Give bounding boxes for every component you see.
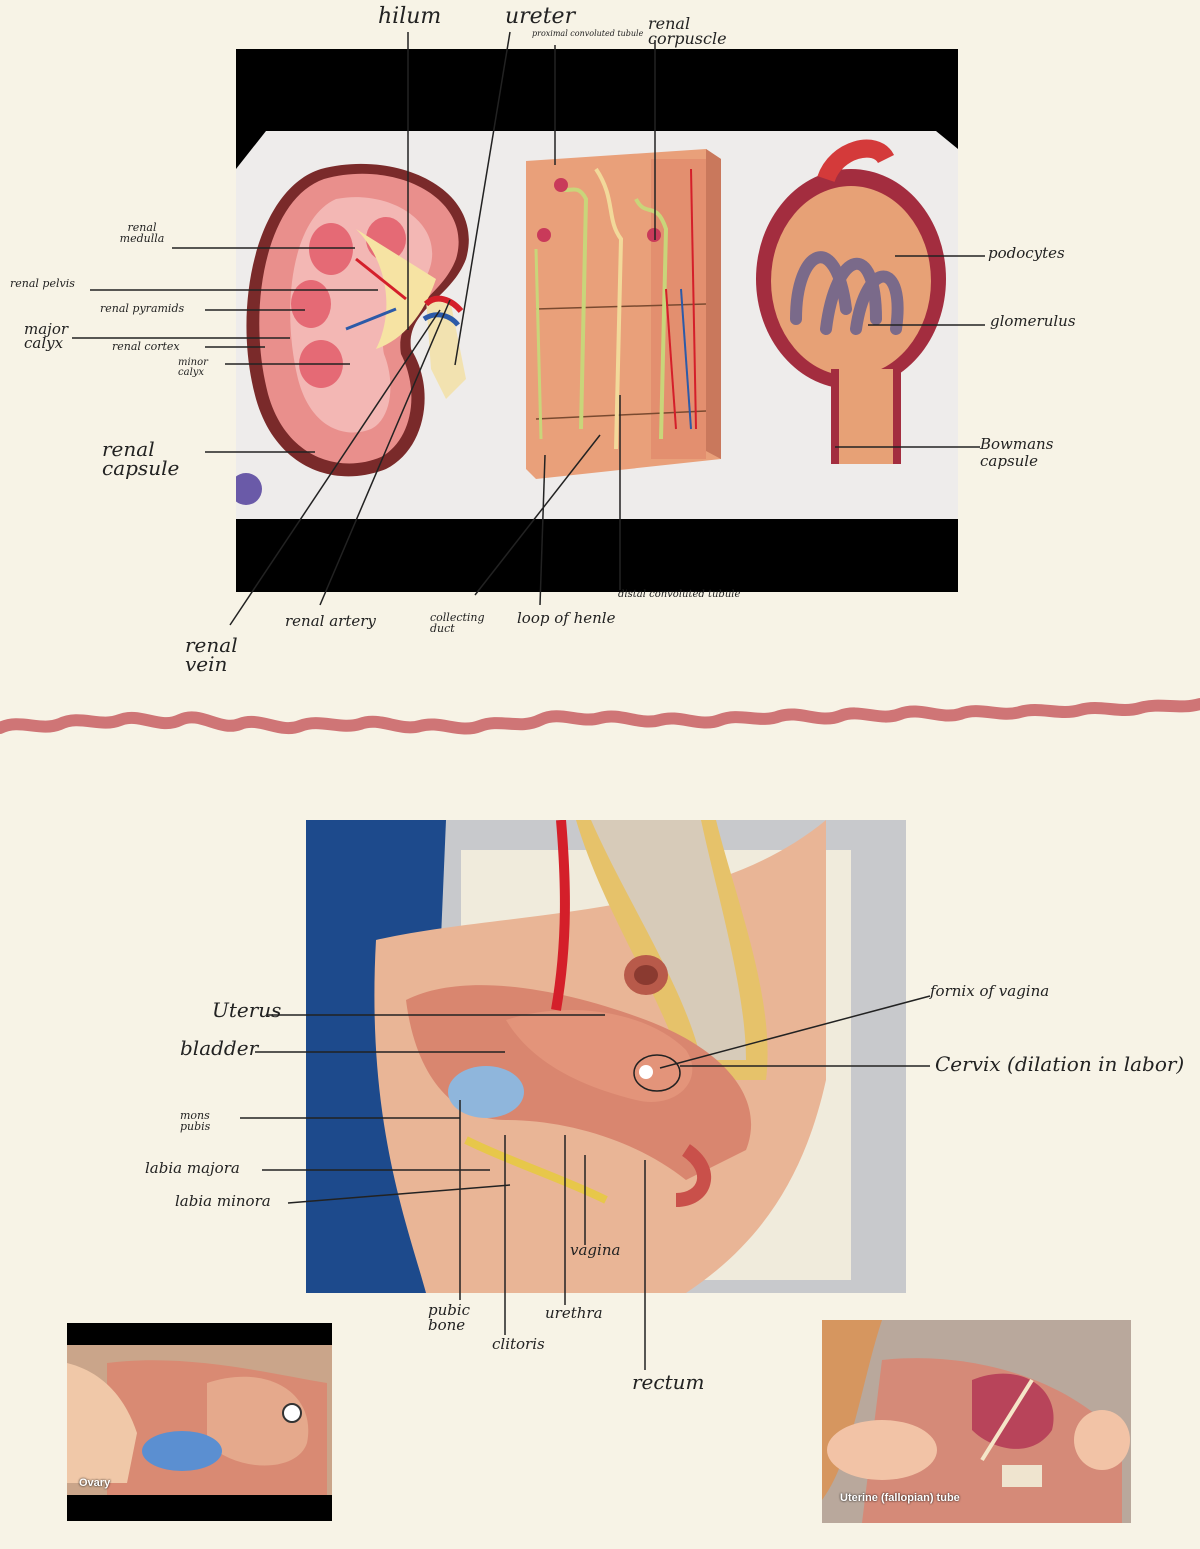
label-renal-medulla: renal medulla [119,221,165,245]
kidney-models-illustration [236,131,958,519]
nephron-block-model [526,149,721,479]
label-cervix: Cervix (dilation in labor) [935,1052,1185,1076]
label-glomerulus: glomerulus [990,312,1076,330]
ovary-thumbnail-illustration [67,1345,332,1495]
label-renal-pelvis: renal pelvis [10,277,75,290]
wavy-divider [0,698,1200,735]
label-renal-corpuscle: renal corpuscle [648,14,727,49]
label-clitoris: clitoris [492,1335,545,1353]
label-renal-vein: renal vein [185,633,238,676]
label-collecting-duct: collecting duct [430,611,485,635]
label-fornix-of-vagina: fornix of vagina [930,982,1050,1000]
uterine-tube-thumbnail-illustration [822,1320,1131,1523]
label-renal-cortex: renal cortex [112,340,180,353]
label-renal-pyramids: renal pyramids [100,302,185,315]
label-renal-artery: renal artery [285,612,376,630]
ovary-thumbnail: Ovary [67,1323,332,1521]
label-renal-capsule: renal capsule [102,437,180,480]
label-labia-minora: labia minora [175,1192,271,1210]
label-distal-convoluted-tubule: distal convoluted tubule [618,589,741,600]
label-podocytes: podocytes [988,244,1065,262]
label-major-calyx: major calyx [24,320,69,353]
kidney-model [236,163,469,505]
label-bladder: bladder [180,1036,259,1060]
label-rectum: rectum [632,1370,705,1394]
label-ureter: ureter [505,4,576,29]
uterine-tube-thumbnail: Uterine (fallopian) tube [822,1320,1131,1523]
label-uterus: Uterus [212,998,282,1022]
label-bowmans-capsule: Bowmans capsule [980,435,1054,470]
label-hilum: hilum [378,4,442,29]
label-pubic-bone: pubic bone [428,1301,471,1334]
ovary-caption: Ovary [79,1477,111,1489]
label-labia-majora: labia majora [145,1159,240,1177]
female-pelvis-photo [306,820,906,1293]
pelvis-model-illustration [306,820,906,1293]
label-vagina: vagina [570,1241,621,1259]
label-proximal-convoluted-tubule: proximal convoluted tubule [532,29,644,38]
renal-corpuscle-model [756,139,946,464]
uterine-tube-caption: Uterine (fallopian) tube [840,1492,960,1504]
label-urethra: urethra [545,1304,603,1322]
kidney-models-photo [236,49,958,592]
label-minor-calyx: minor calyx [178,357,208,378]
label-loop-of-henle: loop of henle [517,609,616,627]
label-mons-pubis: mons pubis [180,1109,211,1133]
